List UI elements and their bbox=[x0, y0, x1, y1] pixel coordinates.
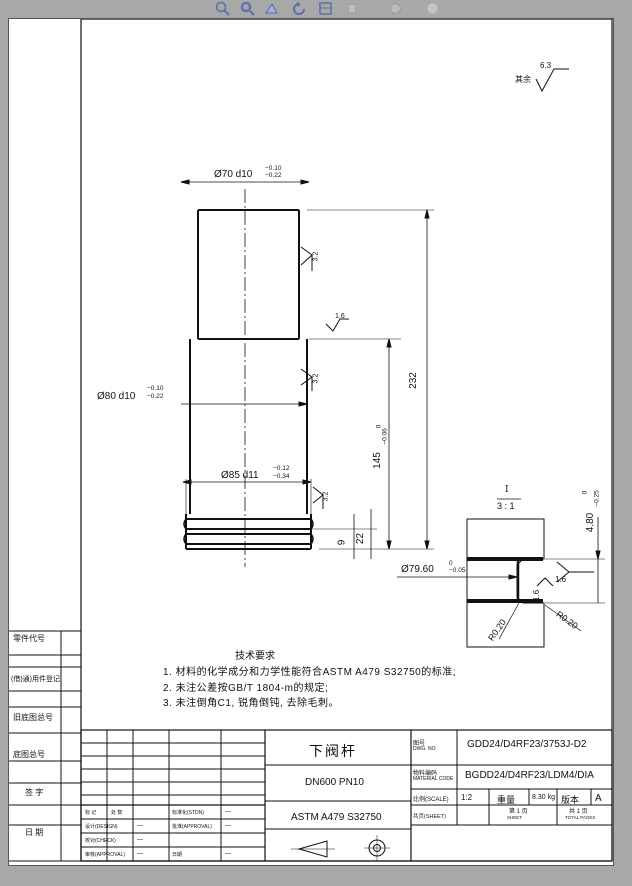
detail-roughness-2: 1.6 bbox=[532, 589, 542, 602]
part-name: 下阀杆 bbox=[309, 743, 357, 759]
detail-groove-dia: Ø79.60 bbox=[401, 564, 434, 575]
tb-row-mark: 标 记 bbox=[85, 810, 97, 816]
roughness-shoulder: 1.6 bbox=[335, 313, 345, 320]
sheet-total: 共 1 页 bbox=[569, 809, 588, 815]
side-label-part-code: 零件代号 bbox=[13, 634, 45, 643]
dim-d80-tol-upper: −0.10 bbox=[147, 385, 164, 392]
weight-value: 8.30 kg bbox=[532, 794, 555, 801]
sheet-of-en: SHEET bbox=[507, 815, 523, 820]
dim-d80-tol-lower: −0.22 bbox=[147, 393, 164, 400]
tb-row-design: 设计(DESIGN) bbox=[85, 824, 118, 830]
part-spec: DN600 PN10 bbox=[305, 777, 364, 788]
view-orientation-icon[interactable] bbox=[345, 1, 360, 16]
dim-len-9: 9 bbox=[336, 539, 348, 546]
dim-d80: Ø80 d10 bbox=[97, 391, 136, 402]
sheet-total-en: TOTAL PAGES bbox=[565, 815, 596, 820]
scale-label: 比例(SCALE) bbox=[413, 797, 449, 803]
tech-req-item-3: 3. 未注倒角C1, 锐角倒钝, 去除毛刺。 bbox=[163, 698, 340, 709]
drawing-sheet: 零件代号 (借)通)用件登记 旧底图总号 底图总号 签 字 日 期 其余 6.3… bbox=[8, 18, 614, 866]
material-code-label: 物料编码 bbox=[413, 771, 438, 777]
dim-d70-tol-upper: −0.10 bbox=[265, 165, 282, 172]
sheets-label: 共页(SHEET) bbox=[413, 814, 447, 820]
roughness-lower: 3.2 bbox=[322, 491, 330, 502]
dim-d70-tol-lower: −0.22 bbox=[265, 172, 282, 179]
material-code: BGDD24/D4RF23/LDM4/DIA bbox=[465, 770, 594, 781]
pan-icon[interactable] bbox=[264, 1, 279, 16]
roughness-upper: 3.2 bbox=[312, 251, 320, 262]
detail-scale: 3 : 1 bbox=[497, 501, 515, 511]
tb-right-approval-value: — bbox=[225, 823, 231, 829]
zoom-area-icon[interactable] bbox=[240, 1, 255, 16]
side-label-base-drawing: 底图总号 bbox=[13, 750, 45, 759]
detail-depth-tol-lower: −0.25 bbox=[593, 490, 601, 507]
sheet-of: 第 1 页 bbox=[509, 809, 528, 815]
side-label-signature: 签 字 bbox=[25, 788, 44, 797]
tb-right-std-value: — bbox=[225, 809, 231, 815]
tb-row-check: 校对(CHECK) bbox=[85, 838, 116, 844]
tb-row-approval-value: — bbox=[137, 851, 143, 857]
dim-d85-tol-upper: −0.12 bbox=[273, 465, 290, 472]
tb-right-date: 日期 bbox=[172, 852, 183, 858]
drawing-canvas bbox=[9, 19, 613, 862]
drawing-no-sublabel: DWG. NO bbox=[413, 746, 436, 752]
display-style-icon[interactable] bbox=[388, 1, 403, 16]
side-label-old-drawing: 旧底图总号 bbox=[13, 713, 53, 722]
tech-req-item-1: 1. 材料的化学成分和力学性能符合ASTM A479 S32750的标准; bbox=[163, 667, 457, 678]
section-view-icon[interactable] bbox=[318, 1, 333, 16]
drawing-no: GDD24/D4RF23/3753J-D2 bbox=[467, 739, 587, 750]
tb-right-approval: 批准(APPROVAL) bbox=[172, 824, 212, 830]
dim-len-145: 145 bbox=[371, 452, 383, 469]
tb-right-std: 标准化(STDN) bbox=[172, 810, 204, 816]
weight-label: 重量 bbox=[497, 795, 516, 805]
detail-label: I bbox=[505, 485, 509, 495]
version-label: 版本 bbox=[561, 795, 580, 805]
tb-row-design-value: — bbox=[137, 823, 143, 829]
tb-row-approval: 审核(APPROVAL) bbox=[85, 852, 125, 858]
side-label-common-part: (借)通)用件登记 bbox=[11, 676, 60, 683]
detail-groove-dia-tol-upper: 0 bbox=[449, 560, 453, 567]
appearance-icon[interactable] bbox=[425, 1, 440, 16]
part-material: ASTM A479 S32750 bbox=[291, 812, 382, 823]
dim-d85-tol-lower: −0.34 bbox=[273, 473, 290, 480]
material-code-sublabel: MATERIAL CODE bbox=[413, 776, 454, 782]
view-toolbar bbox=[0, 0, 632, 18]
detail-depth: 4.80 bbox=[585, 512, 597, 533]
roughness-other-label: 其余 bbox=[515, 75, 531, 84]
dim-len-22: 22 bbox=[355, 532, 367, 545]
dim-len-145-tol-lower: −0.06 bbox=[381, 428, 389, 445]
tech-req-title: 技术要求 bbox=[235, 651, 275, 662]
drawing-no-label: 图号 bbox=[413, 741, 426, 747]
detail-roughness-1: 1.6 bbox=[555, 575, 567, 584]
dim-d70: Ø70 d10 bbox=[214, 169, 253, 180]
tb-row-count: 处 数 bbox=[111, 810, 123, 816]
dim-d85: Ø85 d11 bbox=[221, 470, 259, 481]
roughness-middle: 3.2 bbox=[312, 373, 320, 384]
scale-value: 1:2 bbox=[461, 793, 473, 802]
version-value: A bbox=[595, 793, 602, 804]
zoom-to-fit-icon[interactable] bbox=[215, 1, 230, 16]
roughness-other-value: 6.3 bbox=[540, 61, 552, 70]
tech-req-item-2: 2. 未注公差按GB/T 1804-m的规定; bbox=[163, 683, 329, 694]
tb-row-check-value: — bbox=[137, 837, 143, 843]
detail-groove-dia-tol-lower: −0.05 bbox=[449, 567, 466, 574]
previous-view-icon[interactable] bbox=[292, 1, 307, 16]
dim-len-232: 232 bbox=[407, 372, 419, 389]
tb-right-date-value: — bbox=[225, 851, 231, 857]
side-label-date: 日 期 bbox=[25, 828, 44, 837]
detail-depth-tol-upper: 0 bbox=[581, 490, 589, 495]
